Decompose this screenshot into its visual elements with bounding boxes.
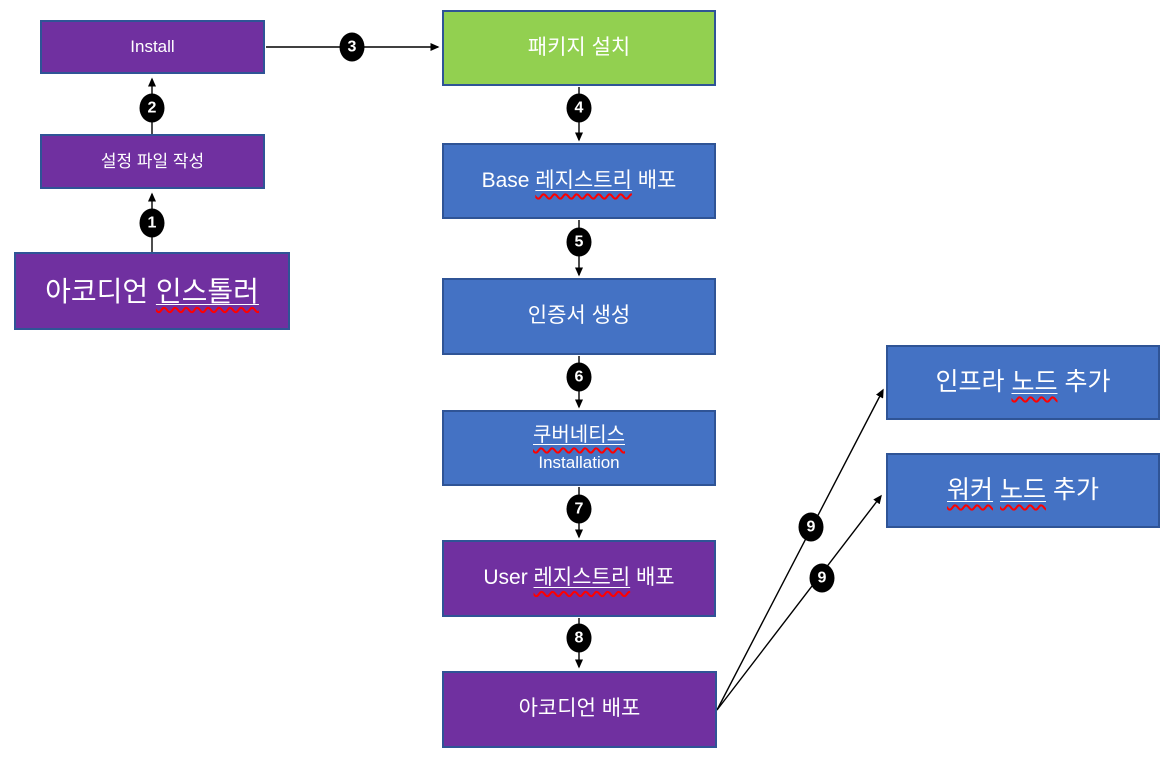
node-config-file: 설정 파일 작성 [40,134,265,189]
node-cert-gen: 인증서 생성 [442,278,716,355]
misspelling-squiggle: 인스톨러 [155,275,259,307]
node-config-file-label: 설정 파일 작성 [100,151,205,171]
node-kubernetes-line1: 쿠버네티스 [533,423,625,448]
node-accordion-deploy: 아코디언 배포 [442,671,717,748]
misspelling-squiggle: 워커 [947,475,994,504]
node-package-install: 패키지 설치 [442,10,716,86]
step-badge-6: 6 [566,362,592,392]
node-kubernetes: 쿠버네티스 Installation [442,410,716,486]
step-badge-5: 5 [566,227,592,257]
step-badge-9-worker: 9 [809,563,835,593]
node-worker-node: 워커 노드 추가 [886,453,1160,528]
step-badge-3: 3 [339,32,365,62]
arrow-step9-worker [716,494,882,711]
arrow-step9-infra [716,388,884,711]
node-base-registry-label: Base 레지스트리 배포 [481,168,677,192]
node-user-registry-label: User 레지스트리 배포 [483,566,675,590]
misspelling-squiggle: 레지스트리 [533,566,631,590]
node-accordion-deploy-label: 아코디언 배포 [518,697,641,721]
node-infra-node: 인프라 노드 추가 [886,345,1160,420]
step-badge-4: 4 [566,93,592,123]
node-kubernetes-line2: Installation [538,452,620,472]
node-cert-gen-label: 인증서 생성 [527,304,631,328]
misspelling-squiggle: 노드 [1000,475,1047,504]
node-package-install-label: 패키지 설치 [527,35,631,59]
step-badge-7: 7 [566,494,592,524]
node-base-registry: Base 레지스트리 배포 [442,143,716,219]
node-infra-node-label: 인프라 노드 추가 [935,367,1111,396]
node-install-label: Install [130,37,175,57]
misspelling-squiggle: 쿠버네티스 [533,423,625,446]
node-accordion-installer-label: 아코디언 인스톨러 [45,275,259,307]
node-worker-node-label: 워커 노드 추가 [947,475,1099,504]
misspelling-squiggle: 노드 [1011,367,1058,396]
step-badge-8: 8 [566,623,592,653]
node-user-registry: User 레지스트리 배포 [442,540,716,617]
node-accordion-installer: 아코디언 인스톨러 [14,252,290,330]
node-install: Install [40,20,265,74]
misspelling-squiggle: 레지스트리 [535,168,632,192]
step-badge-2: 2 [139,93,165,123]
step-badge-1: 1 [139,208,165,238]
step-badge-9-infra: 9 [798,512,824,542]
